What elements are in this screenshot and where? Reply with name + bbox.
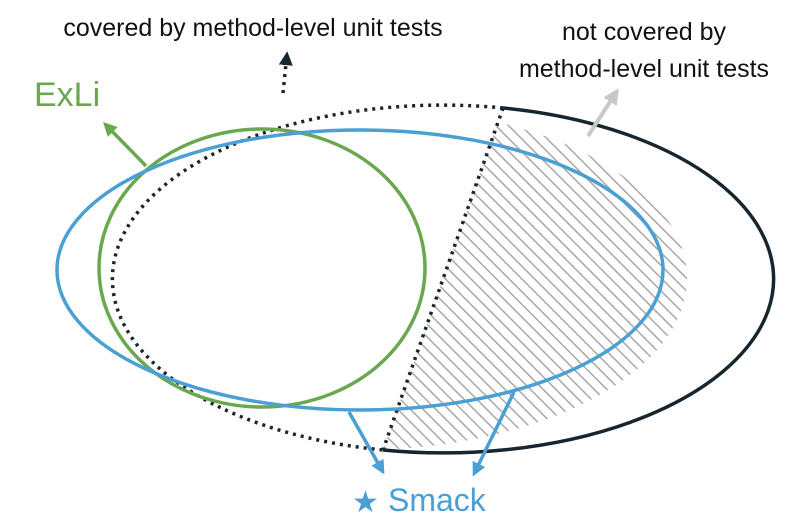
exli-arrow	[103, 121, 148, 168]
smack-label: Smack	[388, 482, 487, 518]
covered-arrow	[278, 51, 293, 94]
not-covered-label-line1: not covered by	[562, 18, 726, 46]
covered-label: covered by method-level unit tests	[63, 14, 442, 42]
exli-circle	[97, 127, 427, 409]
exli-label: ExLi	[34, 76, 100, 114]
covered-outer-dotted-boundary	[110, 103, 504, 452]
not-covered-hatched-region	[383, 106, 687, 450]
not-covered-outer-solid-boundary	[382, 106, 776, 455]
not-covered-label-line2: method-level unit tests	[519, 55, 769, 83]
smack-star-icon: ★	[352, 486, 379, 519]
not-covered-arrow	[586, 88, 619, 138]
smack-arrow-left	[347, 411, 385, 475]
smack-ellipse	[55, 128, 665, 412]
smack-arrow-right	[472, 391, 516, 477]
